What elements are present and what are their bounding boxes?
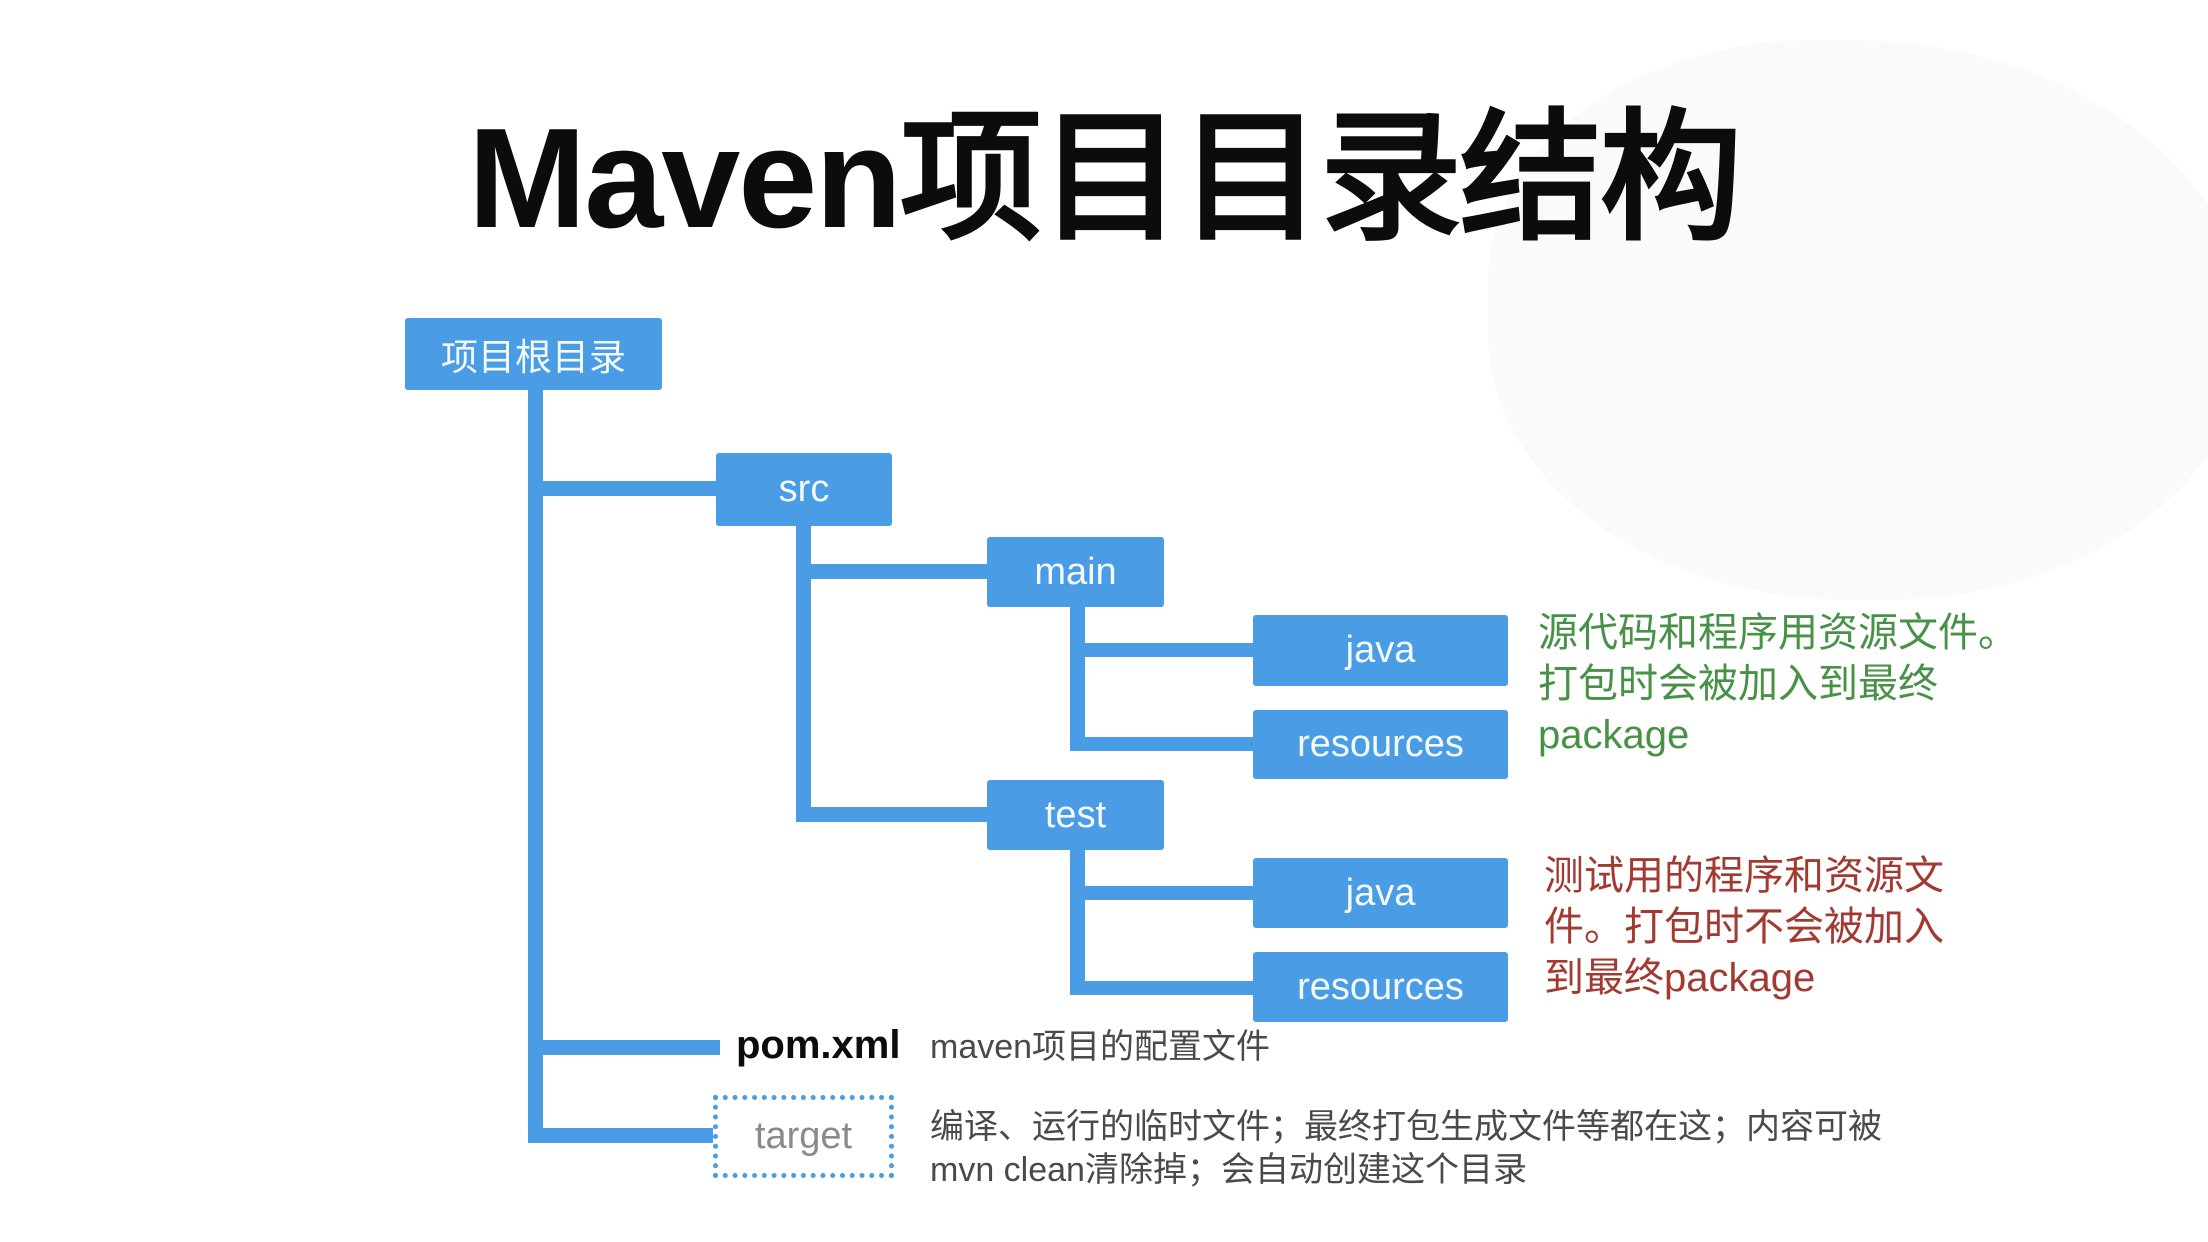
node-main-label: main — [1034, 550, 1117, 593]
node-test-resources-label: resources — [1297, 965, 1464, 1008]
target-annotation-line-1: 编译、运行的临时文件；最终打包生成文件等都在这；内容可被 — [930, 1108, 1882, 1146]
node-project-root: 项目根目录 — [405, 318, 662, 390]
main-annotation-line-2: 打包时会被加入到最终 — [1538, 662, 1938, 706]
node-pom-xml: pom.xml — [736, 1023, 901, 1067]
connector-main-to-resources — [1070, 737, 1253, 751]
connector-root-to-src — [528, 481, 716, 496]
connector-main-trunk — [1070, 605, 1085, 751]
connector-root-trunk — [528, 388, 543, 1143]
node-main-resources: resources — [1253, 710, 1508, 779]
node-test-label: test — [1044, 793, 1107, 836]
node-test-java-label: java — [1345, 871, 1416, 914]
main-annotation: 源代码和程序用资源文件。 打包时会被加入到最终 package — [1538, 608, 2018, 761]
test-annotation-line-2: 件。打包时不会被加入 — [1544, 905, 1944, 949]
connector-root-to-pom — [528, 1040, 720, 1055]
main-annotation-line-1: 源代码和程序用资源文件。 — [1538, 611, 2018, 655]
connector-test-to-java — [1070, 886, 1253, 900]
connector-src-trunk — [796, 524, 811, 822]
faint-watermark — [1488, 40, 2208, 600]
node-main-java: java — [1253, 615, 1508, 686]
node-main: main — [987, 537, 1164, 607]
connector-src-to-main — [796, 564, 987, 579]
node-test-resources: resources — [1253, 952, 1508, 1022]
target-annotation: 编译、运行的临时文件；最终打包生成文件等都在这；内容可被 mvn clean清除… — [930, 1106, 1882, 1192]
node-src: src — [716, 453, 892, 526]
node-target-label: target — [754, 1115, 853, 1157]
node-main-resources-label: resources — [1297, 723, 1464, 765]
test-annotation-line-3: 到最终package — [1544, 956, 1816, 1000]
pom-annotation: maven项目的配置文件 — [930, 1028, 1271, 1066]
node-main-java-label: java — [1345, 629, 1416, 671]
node-src-label: src — [778, 468, 830, 510]
connector-src-to-test — [796, 807, 987, 822]
connector-main-to-java — [1070, 643, 1253, 657]
node-project-root-label: 项目根目录 — [441, 337, 626, 378]
main-annotation-line-3: package — [1538, 713, 1690, 757]
connector-test-to-resources — [1070, 981, 1253, 995]
page-title: Maven项目目录结构 — [468, 99, 1742, 258]
test-annotation: 测试用的程序和资源文 件。打包时不会被加入 到最终package — [1544, 851, 1944, 1004]
node-target: target — [713, 1095, 894, 1178]
target-annotation-line-2: mvn clean清除掉；会自动创建这个目录 — [930, 1151, 1527, 1189]
node-test-java: java — [1253, 858, 1508, 928]
connector-test-trunk — [1070, 848, 1085, 995]
connector-root-to-target — [528, 1128, 718, 1143]
node-test: test — [987, 780, 1164, 850]
test-annotation-line-1: 测试用的程序和资源文 — [1544, 854, 1944, 898]
